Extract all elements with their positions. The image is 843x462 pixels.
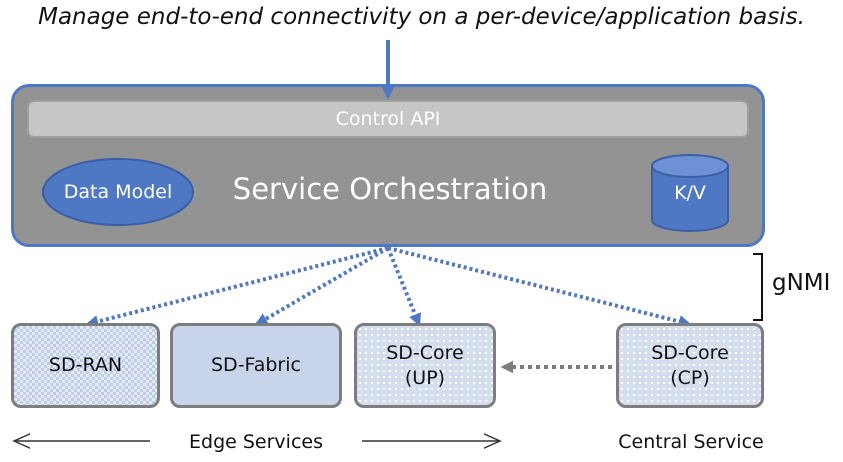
sd-core-up-label: SD-Core (UP) (386, 341, 464, 389)
control-api-bar: Control API (27, 100, 749, 138)
sd-core-cp-box: SD-Core (CP) (616, 323, 764, 408)
central-service-label: Central Service (618, 431, 764, 453)
sd-fabric-box: SD-Fabric (170, 323, 342, 408)
kv-store-label: K/V (674, 182, 706, 204)
data-model-ellipse (42, 158, 194, 226)
sd-core-up-box: SD-Core (UP) (354, 323, 496, 408)
sd-ran-box: SD-RAN (11, 323, 160, 408)
kv-store-cylinder (651, 154, 729, 232)
connection-to-sd-core-up (386, 247, 422, 327)
sd-ran-label: SD-RAN (48, 354, 123, 376)
connection-to-sd-core-cp (387, 246, 692, 328)
sd-fabric-label: SD-Fabric (211, 354, 301, 376)
service-orchestration-title: Service Orchestration (232, 172, 548, 206)
sd-core-cp-label: SD-Core (CP) (651, 341, 729, 389)
edge-services-label: Edge Services (150, 431, 362, 453)
data-model-label: Data Model (63, 181, 173, 203)
gnmi-bracket (753, 253, 763, 321)
connection-to-sd-ran (85, 246, 389, 328)
gnmi-label: gNMI (772, 270, 831, 296)
diagram-caption: Manage end-to-end connectivity on a per-… (38, 4, 805, 30)
connection-to-sd-fabric (254, 246, 390, 326)
